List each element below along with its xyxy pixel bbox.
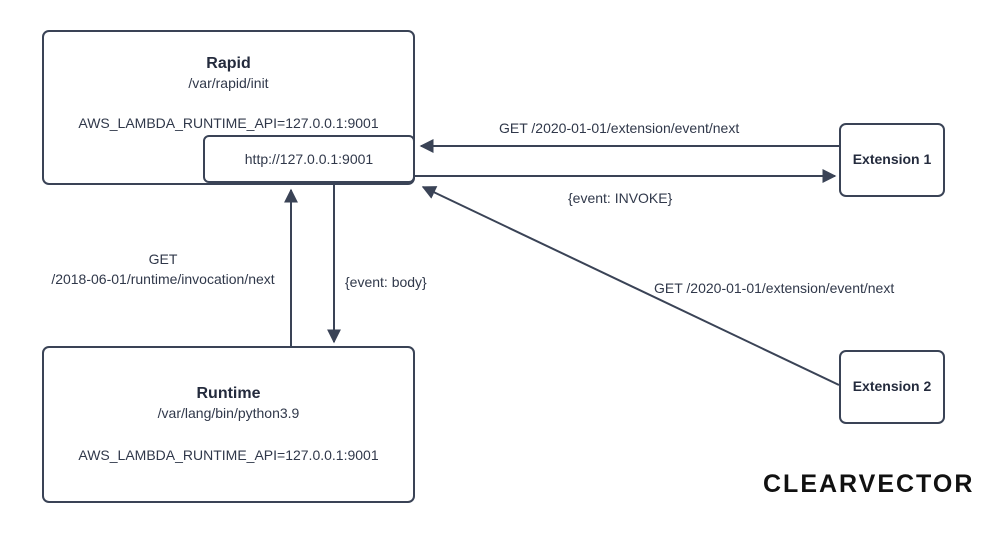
- edge-label-runtime-body: {event: body}: [345, 274, 427, 290]
- node-rapid-path: /var/rapid/init: [188, 75, 269, 91]
- edge-label-ext1-poll: GET /2020-01-01/extension/event/next: [499, 120, 740, 136]
- endpoint-url: http://127.0.0.1:9001: [244, 150, 374, 167]
- clearvector-logo: CLEARVECTOR: [751, 464, 972, 504]
- node-rapid[interactable]: Rapid /var/rapid/init AWS_LAMBDA_RUNTIME…: [42, 30, 415, 185]
- node-extension-1-title: Extension 1: [852, 151, 932, 168]
- edge-ext2-poll: [421, 186, 840, 386]
- node-runtime-path: /var/lang/bin/python3.9: [157, 405, 300, 421]
- edge-label-runtime-poll-line1: GET: [148, 251, 178, 267]
- edge-label-runtime-poll: GET /2018-06-01/runtime/invocation/next: [43, 249, 283, 290]
- node-rapid-env: AWS_LAMBDA_RUNTIME_API=127.0.0.1:9001: [78, 114, 379, 131]
- node-runtime[interactable]: Runtime /var/lang/bin/python3.9 AWS_LAMB…: [42, 346, 415, 503]
- clearvector-wordmark: CLEARVECTOR: [763, 469, 975, 498]
- edge-label-runtime-poll-line2: /2018-06-01/runtime/invocation/next: [51, 271, 275, 288]
- node-runtime-title: Runtime: [196, 385, 261, 402]
- node-rapid-title: Rapid: [206, 55, 251, 72]
- node-extension-2[interactable]: Extension 2: [839, 350, 945, 424]
- node-runtime-api-endpoint[interactable]: http://127.0.0.1:9001: [203, 135, 415, 183]
- edge-label-ext1-invoke: {event: INVOKE}: [568, 190, 673, 206]
- node-extension-1[interactable]: Extension 1: [839, 123, 945, 197]
- node-extension-2-title: Extension 2: [852, 378, 932, 395]
- edge-label-ext2-poll: GET /2020-01-01/extension/event/next: [654, 280, 895, 296]
- node-runtime-env: AWS_LAMBDA_RUNTIME_API=127.0.0.1:9001: [78, 446, 379, 463]
